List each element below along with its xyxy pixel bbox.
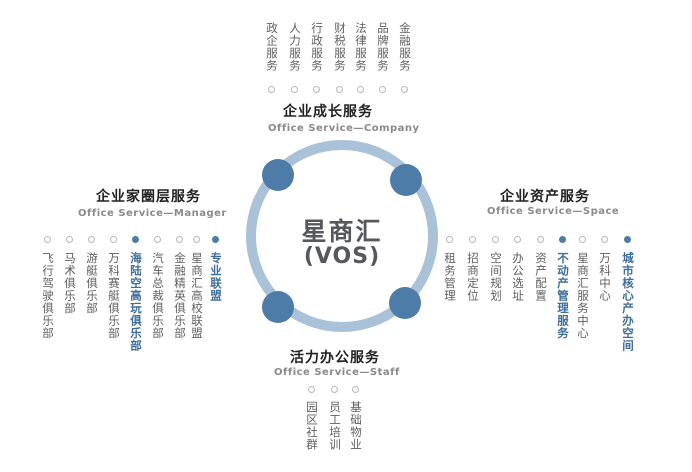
manager-item-label: 专业联盟 — [209, 252, 223, 302]
manager-item-label: 游艇俱乐部 — [85, 252, 99, 315]
space-item-label: 万科中心 — [598, 252, 612, 302]
center-title: 星商汇 — [301, 217, 383, 246]
manager-item-dot — [88, 236, 95, 243]
manager-item-label: 马术俱乐部 — [63, 252, 77, 315]
space-group-title: 企业资产服务 — [500, 189, 590, 205]
space-item-label: 星商汇服务中心 — [576, 252, 590, 340]
staff-item-dot — [352, 386, 359, 393]
company-item-label: 金融服务 — [398, 22, 412, 72]
manager-item-dot — [176, 236, 183, 243]
space-item-label: 资产配置 — [534, 252, 548, 302]
company-item-label: 财税服务 — [333, 22, 347, 72]
company-item-dot — [401, 86, 408, 93]
space-item-dot — [492, 236, 499, 243]
company-item-dot — [291, 86, 298, 93]
space-item-dot — [514, 236, 521, 243]
manager-item-dot — [66, 236, 73, 243]
center-subtitle: (VOS) — [303, 244, 381, 269]
space-item-label: 城市核心产办空间 — [621, 252, 635, 352]
manager-item-label: 飞行驾驶俱乐部 — [41, 252, 55, 340]
manager-group-subtitle: Office Service—Manager — [78, 208, 227, 219]
staff-group-title: 活力办公服务 — [290, 350, 380, 366]
manager-item-dot — [212, 236, 219, 243]
space-item-label: 招商定位 — [466, 252, 480, 302]
company-item-label: 人力服务 — [288, 22, 302, 72]
space-item-dot — [601, 236, 608, 243]
manager-item-dot — [193, 236, 200, 243]
company-item-dot — [268, 86, 275, 93]
node-bottom-right — [389, 287, 421, 319]
company-item-dot — [379, 86, 386, 93]
manager-item-label: 海陆空高玩俱乐部 — [129, 252, 143, 352]
manager-item-dot — [132, 236, 139, 243]
space-item-dot — [537, 236, 544, 243]
company-item-dot — [357, 86, 364, 93]
space-item-dot — [559, 236, 566, 243]
manager-item-label: 汽车总裁俱乐部 — [151, 252, 165, 340]
space-item-label: 不动产管理服务 — [556, 252, 570, 340]
manager-item-label: 金融精英俱乐部 — [173, 252, 187, 340]
node-top-right — [390, 164, 422, 196]
manager-item-label: 星商汇高校联盟 — [190, 252, 204, 340]
manager-item-dot — [154, 236, 161, 243]
node-bottom-left — [262, 291, 294, 323]
company-item-label: 品牌服务 — [376, 22, 390, 72]
space-item-dot — [446, 236, 453, 243]
space-item-dot — [624, 236, 631, 243]
manager-item-dot — [110, 236, 117, 243]
company-item-label: 政企服务 — [265, 22, 279, 72]
company-item-label: 法律服务 — [354, 22, 368, 72]
company-item-label: 行政服务 — [310, 22, 324, 72]
staff-item-label: 园区社群 — [305, 401, 319, 451]
space-group-subtitle: Office Service—Space — [487, 206, 620, 217]
ring-circle — [246, 140, 438, 332]
manager-item-dot — [44, 236, 51, 243]
staff-item-label: 基础物业 — [349, 401, 363, 451]
space-item-label: 办公选址 — [511, 252, 525, 302]
space-item-dot — [469, 236, 476, 243]
company-item-dot — [336, 86, 343, 93]
staff-item-label: 员工培训 — [328, 401, 342, 451]
manager-item-label: 万科赛艇俱乐部 — [107, 252, 121, 340]
node-top-left — [262, 159, 294, 191]
staff-item-dot — [331, 386, 338, 393]
company-group-subtitle: Office Service—Company — [268, 123, 420, 134]
space-item-label: 空间规划 — [489, 252, 503, 302]
manager-group-title: 企业家圈层服务 — [96, 189, 201, 205]
space-item-dot — [579, 236, 586, 243]
staff-group-subtitle: Office Service—Staff — [274, 367, 400, 378]
space-item-label: 租务管理 — [443, 252, 457, 302]
company-group-title: 企业成长服务 — [283, 104, 373, 120]
staff-item-dot — [308, 386, 315, 393]
company-item-dot — [313, 86, 320, 93]
